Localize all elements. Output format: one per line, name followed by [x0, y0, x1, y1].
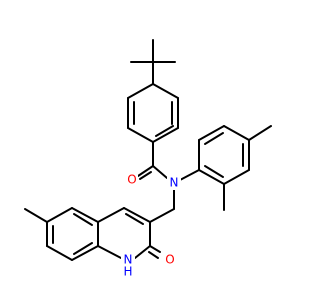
bond — [127, 127, 154, 143]
bond — [148, 251, 159, 259]
bond — [123, 207, 151, 223]
bond — [134, 245, 151, 259]
atom-label-hydrogen-nh: H — [123, 265, 132, 279]
bond — [97, 207, 125, 223]
bond — [71, 207, 99, 223]
bond — [248, 125, 272, 141]
bond — [152, 83, 179, 99]
atom-label-nitrogen-amide: N — [170, 176, 179, 190]
bond — [198, 169, 225, 185]
bond — [24, 208, 48, 223]
bond — [73, 242, 93, 255]
bond — [71, 245, 99, 261]
bond — [149, 245, 161, 253]
bond — [152, 127, 179, 143]
bond — [46, 245, 73, 261]
bond — [198, 125, 225, 141]
atom-label-nitrogen-quinolinone: N — [124, 253, 133, 267]
bond — [204, 165, 224, 178]
bond — [137, 165, 154, 177]
molecule-drawing: O N N H O — [24, 39, 272, 279]
bond — [204, 132, 224, 145]
bond — [97, 245, 122, 259]
bond — [155, 125, 174, 137]
bond-layer — [24, 39, 272, 261]
bond — [223, 169, 250, 185]
bond — [223, 125, 250, 141]
bond — [179, 169, 200, 181]
atom-label-oxygen-quinolinone: O — [165, 253, 174, 267]
bond — [125, 213, 144, 225]
bond — [46, 207, 73, 223]
atom-label-oxygen-carbonyl: O — [127, 173, 136, 187]
bond — [149, 208, 175, 223]
bond — [139, 171, 152, 180]
bond — [127, 83, 154, 99]
bond — [152, 165, 168, 179]
atom-label-layer: O N N H O — [121, 172, 181, 279]
bond — [73, 213, 93, 226]
